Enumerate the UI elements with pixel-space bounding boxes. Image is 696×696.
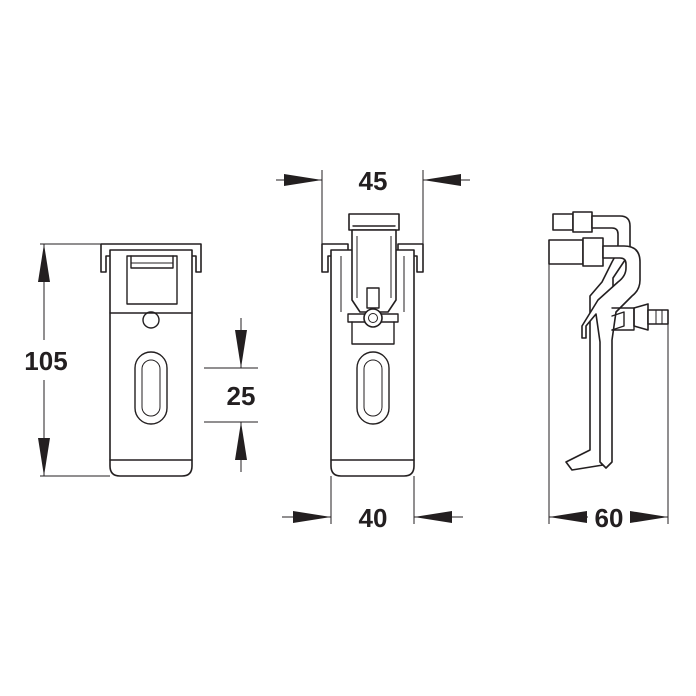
middle-view-slot [356, 351, 390, 425]
side-view-top-stud [552, 213, 574, 231]
slot-dimension: 25 [204, 318, 258, 472]
side-view-screw [633, 303, 649, 331]
front-view [100, 243, 202, 477]
side-view-hook-arm [565, 215, 631, 471]
middle-view-latch-tab [348, 213, 400, 231]
middle-view-screw [363, 308, 383, 328]
bottom-width-dimension: 40 [282, 476, 463, 533]
front-view-body [109, 249, 193, 477]
middle-view-latch-lever [351, 229, 397, 313]
depth-dimension: 60 [548, 264, 669, 533]
top-width-dimension: 45 [276, 166, 470, 244]
side-view-bent-plate [581, 245, 641, 469]
depth-dimension-label: 60 [595, 503, 624, 533]
top-width-dimension-label: 45 [359, 166, 388, 196]
height-dimension: 105 [14, 243, 110, 477]
slot-dimension-label: 25 [227, 381, 256, 411]
front-view-hole [142, 311, 160, 329]
bottom-width-dimension-label: 40 [359, 503, 388, 533]
side-view [548, 211, 669, 471]
height-dimension-label: 105 [24, 346, 67, 376]
middle-view-body [330, 249, 415, 477]
front-view-window [126, 255, 178, 305]
middle-view [321, 213, 424, 477]
side-view-lower-stud [548, 239, 584, 265]
front-view-slot [134, 351, 168, 425]
